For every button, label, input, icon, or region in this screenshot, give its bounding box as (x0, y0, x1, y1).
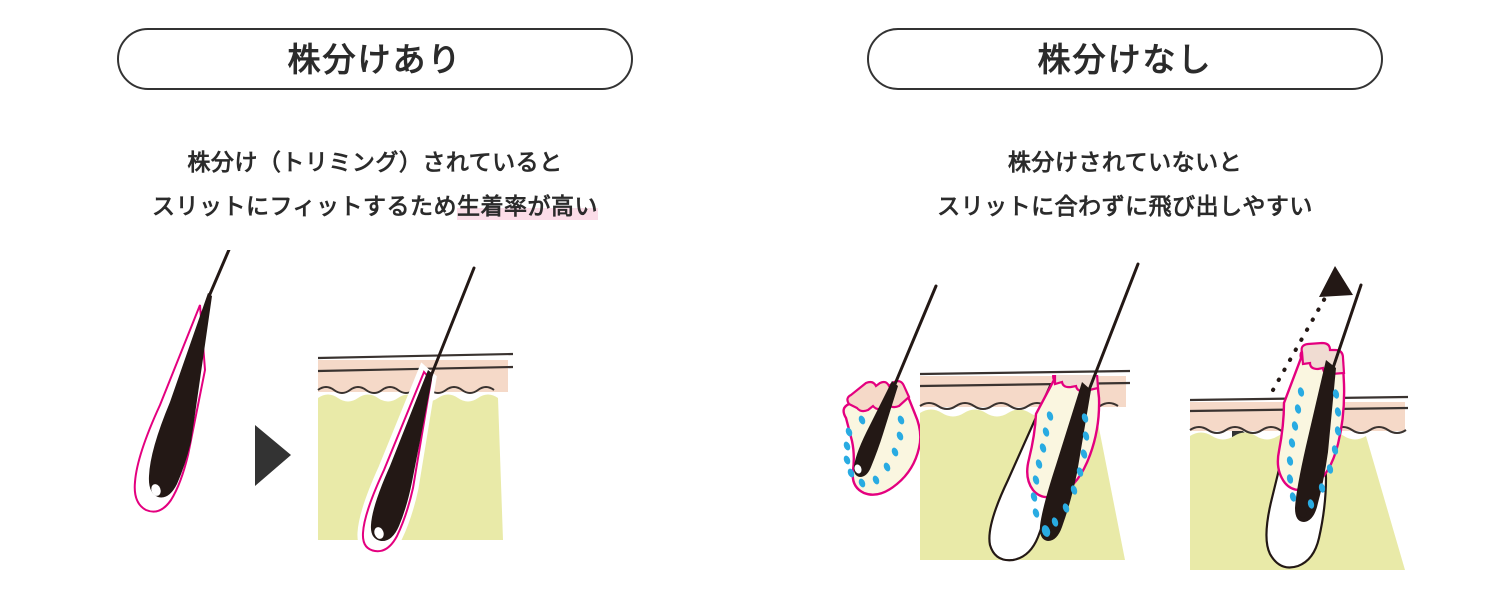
dermal-papilla (151, 484, 161, 496)
hair-bulb-dark (370, 370, 433, 542)
graft-outline-magenta (361, 370, 433, 553)
figure-graft-fitted-in-slit (317, 266, 514, 558)
hair-shaft (208, 250, 231, 296)
dermal-papilla (854, 464, 862, 474)
illustration-stage-right (750, 250, 1500, 580)
description-highlight: 生着率が高い (457, 193, 599, 220)
pill-label-without-trimming: 株分けなし (1037, 40, 1213, 78)
illustration-stage-left (0, 250, 750, 580)
dermal-papilla (374, 527, 384, 539)
description-line-2-plain: スリットにフィットするため (151, 193, 458, 219)
pill-wrapper-left: 株分けあり (0, 28, 750, 90)
hair-bulb-dark (853, 381, 898, 477)
panel-without-trimming: 株分けなし 株分けされていないと スリットに合わずに飛び出しやすい (750, 0, 1500, 600)
hair-shaft (429, 266, 476, 378)
panel-with-trimming: 株分けあり 株分け（トリミング）されていると スリットにフィットするため生着率が… (0, 28, 750, 580)
hair-bulb-dark (1039, 382, 1091, 541)
figure-graft-popping-out (1189, 266, 1409, 570)
dotted-arrow-up-icon (1271, 266, 1353, 392)
graft-epidermis-cap (846, 380, 911, 413)
figure-untrimmed-graft (842, 284, 938, 496)
tissue-cells (843, 415, 905, 488)
dermo-epidermal-junction (317, 386, 495, 394)
skin-surface-line-1 (317, 352, 514, 360)
hair-bulb-dark (148, 293, 212, 498)
hair-shaft (1087, 262, 1140, 392)
description-with-trimming: 株分け（トリミング）されていると スリットにフィットするため生着率が高い (0, 140, 750, 228)
hair-bulb-dark (1295, 360, 1336, 522)
heading-pill-with-trimming: 株分けあり (117, 28, 633, 90)
dermal-papilla (1041, 525, 1051, 537)
pill-wrapper-right: 株分けなし (750, 28, 1500, 90)
description-line-2: スリットにフィットするため生着率が高い (0, 184, 750, 228)
skin-surface-line-2 (317, 365, 514, 373)
graft-outline-magenta (133, 304, 207, 513)
triangle-right-icon (255, 425, 291, 486)
tissue-cells (1286, 387, 1342, 509)
description-line-1: 株分けされていないと (1007, 149, 1243, 175)
pill-label-with-trimming: 株分けあり (287, 40, 463, 78)
description-line-1: 株分け（トリミング）されていると (187, 149, 563, 175)
tissue-cells (1030, 411, 1090, 527)
dermal-papilla (1297, 506, 1307, 518)
description-without-trimming: 株分けされていないと スリットに合わずに飛び出しやすい (750, 140, 1500, 228)
description-line-2: スリットに合わずに飛び出しやすい (937, 193, 1313, 219)
hair-shaft (893, 284, 938, 386)
figure-trimmed-graft (133, 250, 231, 513)
dotted-arrow-head (1319, 266, 1353, 297)
heading-pill-without-trimming: 株分けなし (867, 28, 1383, 90)
figure-graft-not-fitting-slit (919, 262, 1140, 562)
skin-surface-line-1 (919, 369, 1131, 376)
hair-shaft (1331, 283, 1363, 370)
